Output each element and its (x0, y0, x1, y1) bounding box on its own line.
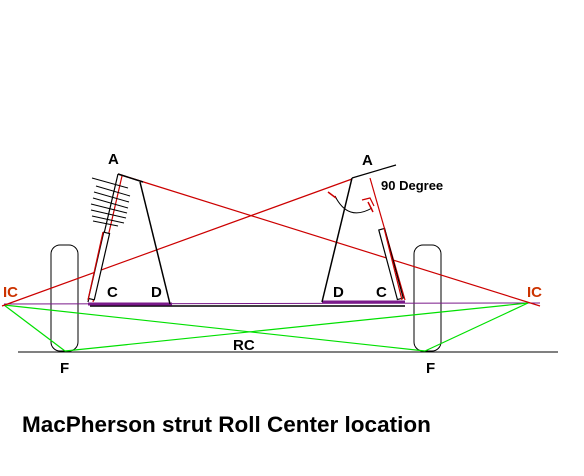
label-a-right: A (362, 152, 373, 169)
angle-tick-right (367, 201, 374, 213)
label-f-left: F (60, 360, 69, 377)
green-line-ic-left-to-f-right (3, 304, 426, 352)
red-line-a-right-to-ic-left (1, 178, 353, 307)
diagram-caption: MacPherson strut Roll Center location (22, 412, 431, 437)
green-line-ic-left-to-f-left (3, 304, 66, 352)
green-line-ic-right-to-f-left (64, 302, 529, 352)
angle-arc (334, 195, 373, 214)
label-angle: 90 Degree (381, 178, 443, 193)
red-line-a-left-to-ic-right (117, 173, 541, 307)
damper-right-core (383, 227, 403, 301)
label-a-left: A (108, 151, 119, 168)
label-c-right: C (376, 284, 387, 301)
mount-left-top (117, 173, 144, 183)
angle-tick-left (327, 191, 337, 199)
right-angle-mark (361, 197, 375, 207)
wheel-left (50, 244, 79, 352)
strut-right-top (351, 164, 397, 179)
label-d-left: D (151, 284, 162, 301)
mount-right (321, 177, 353, 303)
label-c-left: C (107, 284, 118, 301)
damper-left-core (87, 231, 104, 301)
green-line-ic-right-to-f-right (424, 302, 529, 352)
label-rc: RC (233, 337, 255, 354)
arm-extension-line (3, 302, 541, 305)
mount-left (139, 181, 171, 305)
label-f-right: F (426, 360, 435, 377)
label-d-right: D (333, 284, 344, 301)
label-ic-left: IC (3, 284, 18, 301)
wheel-right (413, 244, 442, 352)
label-ic-right: IC (527, 284, 542, 301)
spring-left (90, 177, 131, 227)
